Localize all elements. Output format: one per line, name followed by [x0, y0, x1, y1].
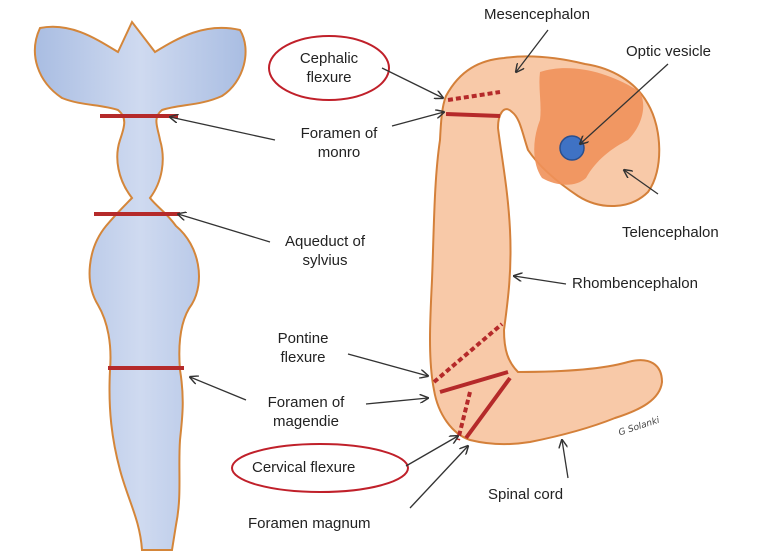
label-cephalic-line1: Cephalic — [284, 49, 374, 68]
arrow-cephalic — [382, 68, 443, 98]
optic-vesicle-shape — [560, 136, 584, 160]
label-foramen-of-magendie: Foramen of magendie — [250, 393, 362, 431]
label-spinal-cord: Spinal cord — [488, 485, 563, 504]
label-optic-vesicle: Optic vesicle — [626, 42, 711, 61]
arrow-sylvius — [178, 214, 270, 242]
label-cervical-flexure: Cervical flexure — [252, 458, 355, 477]
arrow-monro-right — [392, 112, 444, 126]
arrow-magnum — [410, 446, 468, 508]
label-cephalic-flexure: Cephalic flexure — [284, 49, 374, 87]
label-magendie-line2: magendie — [250, 412, 362, 431]
label-sylvius-line1: Aqueduct of — [270, 232, 380, 251]
arrow-magendie-left — [190, 377, 246, 400]
monro-mark — [446, 114, 500, 116]
arrow-pontine — [348, 354, 428, 376]
label-magendie-line1: Foramen of — [250, 393, 362, 412]
label-mesencephalon: Mesencephalon — [484, 5, 590, 24]
label-foramen-of-monro: Foramen of monro — [284, 124, 394, 162]
label-cephalic-line2: flexure — [284, 68, 374, 87]
arrow-monro-left — [170, 117, 275, 140]
arrow-magendie-right — [366, 398, 428, 404]
label-monro-line2: monro — [284, 143, 394, 162]
label-telencephalon: Telencephalon — [622, 223, 719, 242]
ventricular-system-outline — [35, 22, 246, 550]
label-foramen-magnum: Foramen magnum — [248, 514, 371, 533]
arrow-spinal-cord — [562, 440, 568, 478]
label-monro-line1: Foramen of — [284, 124, 394, 143]
label-rhombencephalon: Rhombencephalon — [572, 274, 698, 293]
label-sylvius-line2: sylvius — [270, 251, 380, 270]
label-aqueduct-of-sylvius: Aqueduct of sylvius — [270, 232, 380, 270]
arrow-cervical — [406, 436, 458, 466]
label-pontine-line1: Pontine — [258, 329, 348, 348]
arrow-rhombencephalon — [514, 276, 566, 284]
label-pontine-line2: flexure — [258, 348, 348, 367]
label-pontine-flexure: Pontine flexure — [258, 329, 348, 367]
